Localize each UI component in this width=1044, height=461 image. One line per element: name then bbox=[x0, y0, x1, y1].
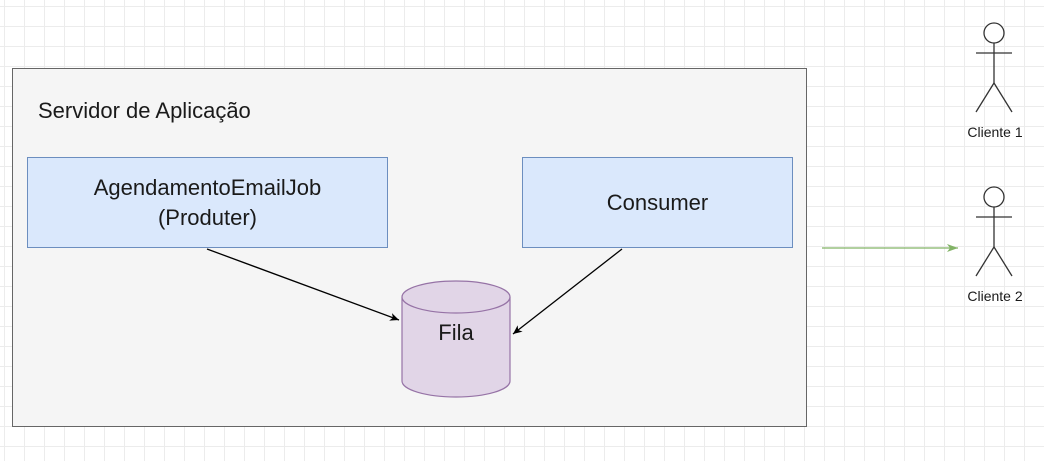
application-server-title: Servidor de Aplicação bbox=[38, 98, 251, 123]
producer-to-queue-arrow[interactable] bbox=[206, 248, 400, 321]
consumer-label: Consumer bbox=[606, 189, 709, 215]
producer-box[interactable]: AgendamentoEmailJob (Produter) bbox=[27, 157, 388, 248]
actor-label-cliente-2: Cliente 2 bbox=[967, 288, 1023, 304]
producer-name: AgendamentoEmailJob bbox=[93, 174, 322, 200]
consumer-to-queue-arrow[interactable] bbox=[512, 248, 623, 335]
actor-icon-cliente-2[interactable] bbox=[975, 186, 1013, 277]
queue-label: Fila bbox=[438, 320, 474, 345]
consumer-box[interactable]: Consumer bbox=[522, 157, 793, 248]
producer-role: (Produter) bbox=[157, 204, 258, 230]
queue-cylinder[interactable] bbox=[401, 280, 511, 398]
actor-icon-cliente-1[interactable] bbox=[975, 22, 1013, 113]
actor-label-cliente-1: Cliente 1 bbox=[967, 124, 1023, 140]
